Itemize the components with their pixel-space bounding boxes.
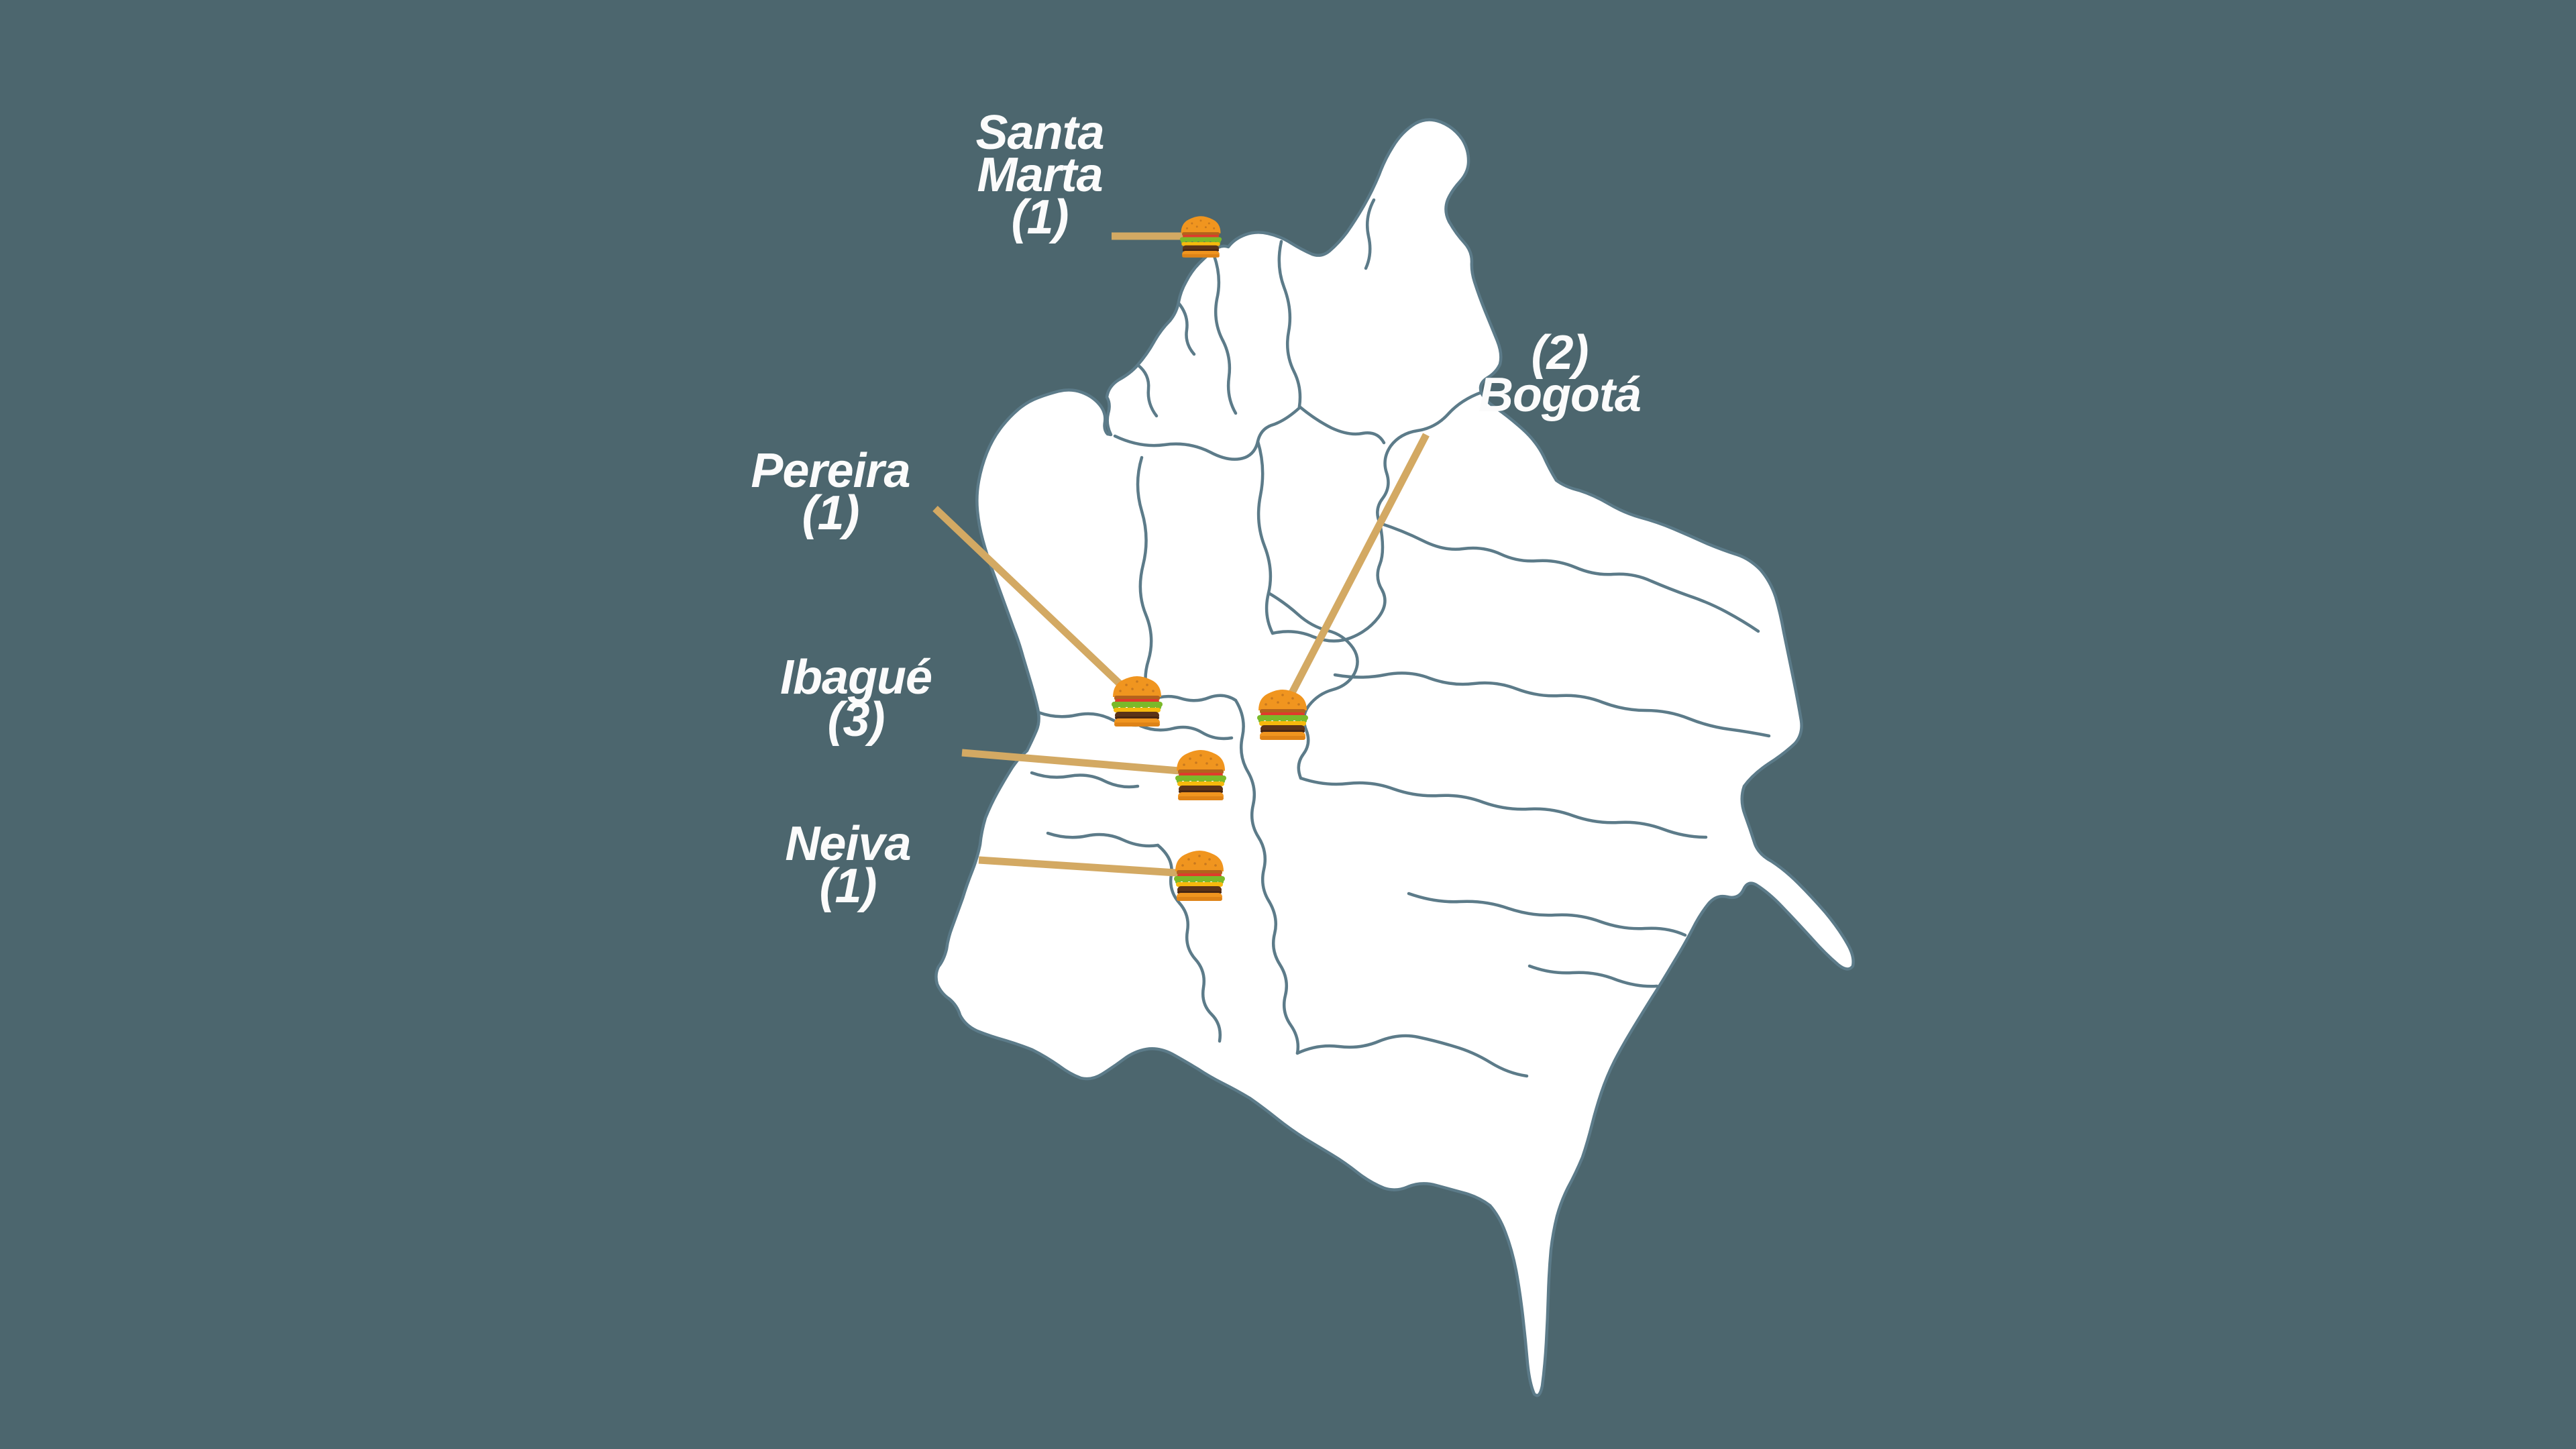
- leader-line-pereira: [932, 506, 1124, 688]
- label-line: Neiva: [785, 817, 911, 871]
- map-label-santa-marta: Santa Marta (1): [975, 106, 1104, 244]
- label-line: Bogotá: [1479, 368, 1642, 422]
- department-borders: [1030, 198, 1771, 1078]
- label-count: (2): [1531, 326, 1589, 380]
- hamburger-icon: [1174, 851, 1225, 901]
- leader-line-bogota: [1282, 433, 1430, 708]
- map-label-ibague: Ibagué (3): [780, 651, 932, 747]
- leader-line-neiva: [978, 856, 1187, 877]
- label-count: (1): [819, 859, 877, 913]
- hamburger-icon: [1257, 690, 1308, 740]
- leader-line-ibague: [961, 749, 1188, 775]
- label-line: Santa: [975, 106, 1104, 160]
- label-count: (3): [827, 693, 885, 747]
- leader-lines: [932, 232, 1430, 877]
- map-label-bogota: (2) Bogotá: [1479, 326, 1642, 422]
- label-count: (1): [1011, 191, 1069, 244]
- hamburger-icon: [1112, 676, 1163, 727]
- hamburger-icon: [1175, 750, 1226, 800]
- map-label-neiva: Neiva (1): [785, 817, 911, 913]
- colombia-map-outline: [934, 118, 1855, 1397]
- label-line: Pereira: [751, 444, 910, 498]
- label-count: (1): [802, 486, 859, 540]
- label-line: Ibagué: [780, 651, 932, 704]
- label-line: Marta: [977, 148, 1103, 202]
- map-label-pereira: Pereira (1): [751, 444, 910, 540]
- hamburger-icon: [1179, 216, 1222, 258]
